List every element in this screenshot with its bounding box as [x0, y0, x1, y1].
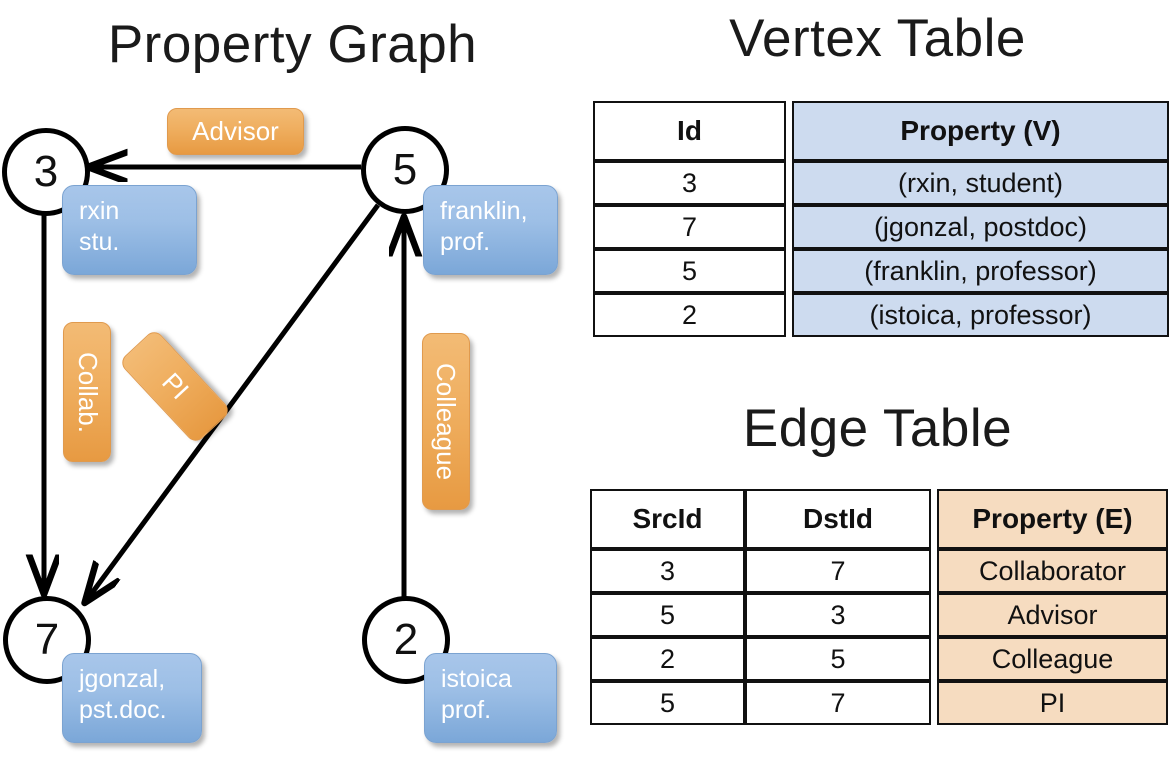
- table-row[interactable]: 3 (rxin, student): [593, 161, 1169, 205]
- edge-cell-dstid: 5: [745, 637, 931, 681]
- edge-label-advisor[interactable]: Advisor: [167, 108, 304, 155]
- node-property-box-istoica[interactable]: istoica prof.: [424, 653, 557, 743]
- edge-label-colleague[interactable]: Colleague: [422, 333, 470, 510]
- table-row[interactable]: 2 5 Colleague: [590, 637, 1168, 681]
- table-row[interactable]: 5 (franklin, professor): [593, 249, 1169, 293]
- node-label-3: 3: [33, 147, 59, 196]
- edge-5-to-7: [86, 203, 381, 601]
- edge-cell-property: Advisor: [937, 593, 1168, 637]
- node-label-2: 2: [393, 615, 419, 664]
- graph-node-5[interactable]: 5: [361, 126, 449, 214]
- table-row[interactable]: 3 7 Collaborator: [590, 549, 1168, 593]
- node-property-role-franklin: prof.: [440, 228, 491, 257]
- node-property-name-jgonzal: jgonzal,: [79, 665, 166, 693]
- node-property-box-jgonzal[interactable]: jgonzal, pst.doc.: [62, 653, 202, 743]
- vertex-cell-id: 3: [593, 161, 786, 205]
- vertex-cell-property: (rxin, student): [792, 161, 1169, 205]
- edge-table-header-dstid: DstId: [745, 489, 931, 549]
- table-row[interactable]: 2 (istoica, professor): [593, 293, 1169, 337]
- vertex-table-column-gap: [786, 293, 792, 337]
- vertex-table-column-gap: [786, 161, 792, 205]
- edge-cell-srcid: 5: [590, 593, 745, 637]
- vertex-table-header-id: Id: [593, 101, 786, 161]
- vertex-table-header-row: Id Property (V): [593, 101, 1169, 161]
- edge-label-pi-text: PI: [156, 366, 195, 406]
- vertex-cell-id: 5: [593, 249, 786, 293]
- vertex-cell-id: 2: [593, 293, 786, 337]
- edge-cell-property: PI: [937, 681, 1168, 725]
- edge-table-header-row: SrcId DstId Property (E): [590, 489, 1168, 549]
- node-property-box-rxin[interactable]: rxin stu.: [62, 185, 197, 275]
- edge-label-collab[interactable]: Collab.: [63, 322, 111, 462]
- vertex-cell-property: (franklin, professor): [792, 249, 1169, 293]
- node-property-role-rxin: stu.: [79, 228, 120, 257]
- vertex-table-column-gap: [786, 205, 792, 249]
- edge-table-header-srcid: SrcId: [590, 489, 745, 549]
- node-property-name-istoica: istoica: [441, 665, 512, 693]
- vertex-table: Id Property (V) 3 (rxin, student) 7 (jgo…: [593, 101, 1169, 337]
- vertex-table-header-property: Property (V): [792, 101, 1169, 161]
- edge-cell-dstid: 7: [745, 681, 931, 725]
- edge-label-collab-text: Collab.: [72, 351, 103, 433]
- edge-cell-dstid: 7: [745, 549, 931, 593]
- edge-table-column-gap: [931, 489, 937, 549]
- edge-table-column-gap: [931, 549, 937, 593]
- node-property-name-rxin: rxin: [79, 197, 120, 225]
- edge-cell-dstid: 3: [745, 593, 931, 637]
- vertex-cell-property: (istoica, professor): [792, 293, 1169, 337]
- table-row[interactable]: 5 7 PI: [590, 681, 1168, 725]
- edge-label-advisor-text: Advisor: [192, 116, 279, 146]
- edge-cell-srcid: 3: [590, 549, 745, 593]
- edge-table: SrcId DstId Property (E) 3 7 Collaborato…: [590, 489, 1168, 725]
- node-label-5: 5: [392, 145, 418, 194]
- vertex-cell-id: 7: [593, 205, 786, 249]
- edge-cell-property: Collaborator: [937, 549, 1168, 593]
- page-title-vertex-table: Vertex Table: [729, 9, 1026, 68]
- graph-edges: [0, 0, 585, 760]
- table-row[interactable]: 7 (jgonzal, postdoc): [593, 205, 1169, 249]
- vertex-table-column-gap: [786, 101, 792, 161]
- vertex-table-column-gap: [786, 249, 792, 293]
- edge-cell-srcid: 2: [590, 637, 745, 681]
- table-row[interactable]: 5 3 Advisor: [590, 593, 1168, 637]
- node-property-name-franklin: franklin,: [440, 197, 528, 225]
- node-label-7: 7: [34, 615, 60, 664]
- node-property-role-jgonzal: pst.doc.: [79, 696, 167, 725]
- graph-node-2[interactable]: 2: [362, 596, 450, 684]
- edge-table-column-gap: [931, 681, 937, 725]
- edge-cell-property: Colleague: [937, 637, 1168, 681]
- edge-label-colleague-text: Colleague: [431, 362, 462, 481]
- edge-cell-srcid: 5: [590, 681, 745, 725]
- node-property-role-istoica: prof.: [441, 696, 492, 725]
- vertex-cell-property: (jgonzal, postdoc): [792, 205, 1169, 249]
- edge-table-column-gap: [931, 593, 937, 637]
- edge-table-header-property: Property (E): [937, 489, 1168, 549]
- page-title-edge-table: Edge Table: [742, 399, 1013, 458]
- page-title-property-graph: Property Graph: [107, 15, 478, 74]
- node-property-box-franklin[interactable]: franklin, prof.: [423, 185, 558, 275]
- edge-table-column-gap: [931, 637, 937, 681]
